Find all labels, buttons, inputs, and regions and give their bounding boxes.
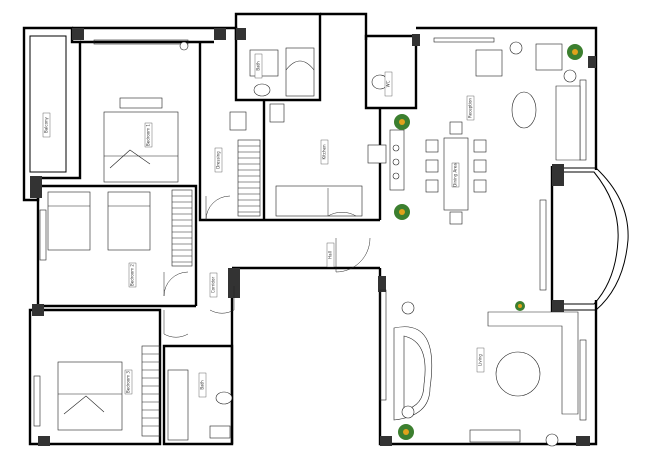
room-label-corridor: Corridor xyxy=(211,277,216,294)
room-label-box-bedroom-2 xyxy=(128,262,137,288)
room-label-dining: Dining Area xyxy=(453,163,458,187)
doors xyxy=(163,188,371,338)
room-label-box-living xyxy=(476,347,485,373)
dining-furniture xyxy=(425,41,581,225)
room-label-bedroom-3: Bedroom 3 xyxy=(126,371,131,393)
room-label-box-powder xyxy=(384,71,393,97)
room-label-box-reception xyxy=(466,95,475,121)
room-label-box-dining xyxy=(451,162,460,188)
room-label-box-hall xyxy=(326,242,335,268)
room-label-box-bedroom-3 xyxy=(124,369,133,395)
room-label-powder: WC xyxy=(386,80,391,87)
plants xyxy=(394,44,583,440)
room-label-walkin-closet: Dressing xyxy=(216,151,221,169)
room-label-bath-bottom: Bath xyxy=(200,380,205,390)
room-label-box-kitchen xyxy=(320,139,329,165)
room-label-bedroom-2: Bedroom 2 xyxy=(130,264,135,286)
room-label-box-bath-bottom xyxy=(198,372,207,398)
room-label-kitchen: Kitchen xyxy=(322,144,327,159)
wardrobes xyxy=(141,139,261,437)
room-label-living: Living xyxy=(478,354,483,366)
fixtures xyxy=(167,41,405,441)
columns xyxy=(30,28,596,446)
living-furniture xyxy=(393,301,579,447)
room-label-box-master-bedroom xyxy=(144,122,153,148)
room-label-box-balcony-left xyxy=(42,112,51,138)
room-label-reception: Reception xyxy=(468,98,473,118)
room-label-box-bath-top xyxy=(254,53,263,79)
room-label-hall: Hall xyxy=(328,251,333,259)
room-label-box-walkin-closet xyxy=(214,147,223,173)
room-label-balcony-left: Balcony xyxy=(44,116,49,132)
room-label-master-bedroom: Bedroom 1 xyxy=(146,124,151,146)
room-label-box-corridor xyxy=(209,272,218,298)
room-label-bath-top: Bath xyxy=(256,61,261,71)
beds xyxy=(47,97,179,431)
